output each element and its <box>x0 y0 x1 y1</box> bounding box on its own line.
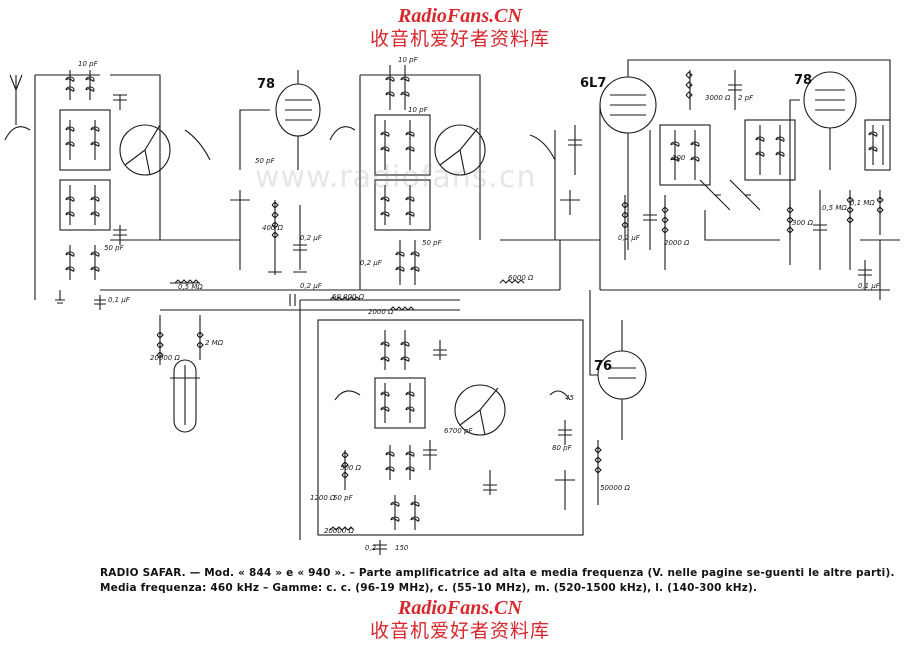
resistor-label: 300 Ω <box>792 219 814 227</box>
wave-switch-stage-2 <box>434 124 600 241</box>
coil-bank-stage-1 <box>55 70 111 304</box>
cap-label: 10 pF <box>78 60 99 68</box>
caption-line-1: RADIO SAFAR. — Mod. « 844 » e « 940 ». –… <box>100 567 895 579</box>
resistor-label: 400 Ω <box>262 224 284 232</box>
resistor-label: 3000 Ω <box>705 94 731 102</box>
tube-label-6l7: 6L7 <box>580 76 606 91</box>
ghost-watermark: www.radiofans.cn <box>255 160 537 195</box>
cap-label: 50 pF <box>422 239 443 247</box>
tube-78-second <box>786 71 900 300</box>
cap-label: 0,2 µF <box>360 259 383 267</box>
bias-bus-lines <box>94 240 890 540</box>
cap-label: 200 <box>672 154 686 162</box>
coil-bank-stage-2 <box>329 65 481 290</box>
cap-label: 0,2 µF <box>300 282 323 290</box>
cap-label: 10 pF <box>408 106 429 114</box>
cap-label: 150 <box>395 544 409 552</box>
cap-label: 0,1 µF <box>108 296 131 304</box>
caption-line-2: Media frequenza: 460 kHz – Gamme: c. c. … <box>100 582 758 594</box>
watermark-site-top: RadioFans.CN <box>398 5 522 27</box>
resistor-label: 0,1 MΩ <box>850 199 875 207</box>
cap-label: 0,2 µF <box>300 234 323 242</box>
antenna-symbol <box>9 74 23 105</box>
oscillator-section <box>317 319 584 555</box>
resistor-label: 20000 Ω <box>150 354 180 362</box>
resistor-label: 1200 Ω <box>310 494 336 502</box>
cap-label: 50 pF <box>255 157 276 165</box>
cap-label: 0,1 µF <box>858 282 881 290</box>
watermark-top: RadioFans.CN 收音机爱好者资料库 <box>0 5 920 51</box>
tube-6l7 <box>599 59 891 290</box>
resistor-label: 500 Ω <box>340 464 362 472</box>
watermark-bottom: RadioFans.CN 收音机爱好者资料库 <box>0 597 920 643</box>
watermark-cn-top: 收音机爱好者资料库 <box>369 28 550 50</box>
tube-label-78-second: 78 <box>794 73 812 88</box>
resistor-label: 50000 Ω <box>600 484 630 492</box>
cap-label: 50 pF <box>104 244 125 252</box>
cap-label: 2 pF <box>738 94 754 102</box>
resistor-label: 0,5 MΩ <box>178 283 203 291</box>
if-transformer-1 <box>659 70 742 186</box>
cap-label: 50 pF <box>333 494 354 502</box>
cap-label: 10 pF <box>398 56 419 64</box>
tube-label-76: 76 <box>594 359 612 374</box>
watermark-cn-bottom: 收音机爱好者资料库 <box>369 620 550 642</box>
tube-76 <box>589 290 647 505</box>
wave-switch-stage-1 <box>110 74 240 245</box>
tube-label-78-first: 78 <box>257 77 275 92</box>
if-transformer-2 <box>699 119 796 241</box>
resistor-label: 2000 Ω <box>664 239 690 247</box>
cap-label: 0,2 <box>365 544 377 552</box>
cap-label: 0,2 µF <box>618 234 641 242</box>
watermark-site-bottom: RadioFans.CN <box>398 597 522 619</box>
resistor-label: 60.000 Ω <box>332 293 365 301</box>
cap-label: 45 <box>565 394 574 402</box>
resistor-label: 0,5 MΩ <box>822 204 847 212</box>
resistor-label: 2000 Ω <box>368 308 394 316</box>
resistor-label: 6000 Ω <box>508 274 534 282</box>
cap-label: 80 pF <box>552 444 573 452</box>
cap-label: 6700 pF <box>444 427 473 435</box>
tube-78-first <box>230 70 321 275</box>
resistor-label: 20000 Ω <box>324 527 354 535</box>
tuning-indicator <box>156 315 204 433</box>
resistor-label: 2 MΩ <box>205 339 224 347</box>
